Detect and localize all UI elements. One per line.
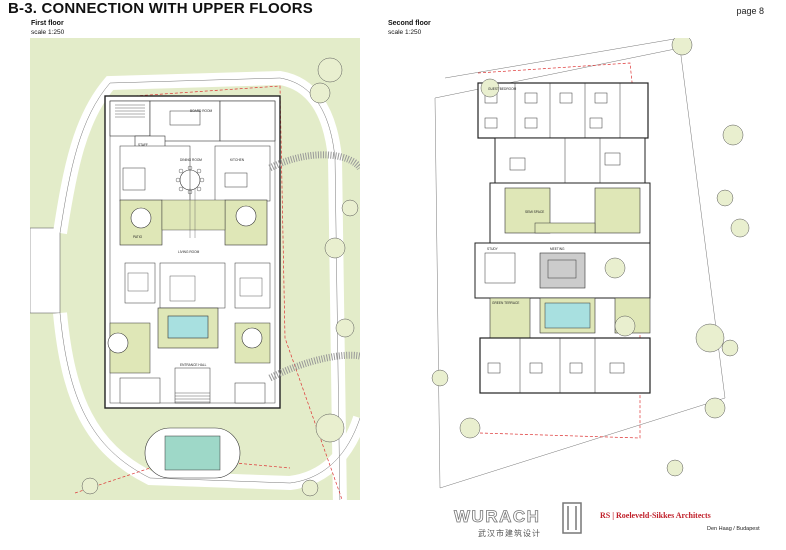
tree-lower-left [107,332,129,354]
wurach-logo-chinese: 武汉市建筑设计 [478,529,541,538]
room-label-meeting: MEETING [550,247,565,251]
rs-logo-icon [562,502,582,534]
roof-pool [544,302,591,329]
tree-patio-left [130,207,152,229]
room-labels: BOARD ROOM STAFF DINING ROOM KITCHEN PAT… [133,109,245,367]
room-label-guest: GUEST BEDROOM [488,87,517,91]
room-label-entrance: ENTRANCE HALL [180,363,207,367]
tree-patio-right [235,205,257,227]
library-table [239,277,263,297]
tree-lower-right [241,327,263,349]
room-guard [119,377,161,404]
board-table [169,110,201,126]
kitchen-unit [122,167,146,191]
block-south [479,337,651,394]
room-storage [234,382,266,404]
first-floor-plan: BOARD ROOM STAFF DINING ROOM KITCHEN PAT… [30,38,360,500]
room-office [219,100,276,142]
room-stair [109,100,151,137]
entrance-steps [175,392,210,403]
meeting-room [539,252,586,289]
meeting-table [127,272,149,292]
tree-terrace [614,315,636,337]
green-court-right [594,187,641,234]
kitchen-table [224,172,248,188]
room-living [159,262,226,309]
bridge-south [268,351,360,382]
room-board [149,100,221,142]
room-label-living: LIVING ROOM [178,250,200,254]
central-path [189,188,196,238]
stair-lines [115,104,145,118]
room-label-dining: DINING ROOM [180,158,202,162]
block-north-2 [494,137,646,184]
tree-middle [604,257,626,279]
first-floor-caption: First floor scale 1:250 [31,19,64,37]
room-label-board: BOARD ROOM [190,109,212,113]
room-dining [119,145,191,202]
first-floor-title: First floor [31,20,64,27]
first-floor-scale: scale 1:250 [31,29,65,36]
site-trees-2 [431,38,750,477]
room-label-semi: SEMI SPACE [525,210,544,214]
wurach-logo: WURACH [454,507,541,527]
meeting-table-2 [547,259,577,279]
room-label-staff: STAFF [138,143,148,147]
court-bar [534,222,596,234]
room-label-patio: PATIO [133,235,143,239]
property-line [104,85,343,500]
central-garden [161,199,226,231]
room-kitchen [214,145,271,202]
room-labels-2: GUEST BEDROOM SEMI SPACE MEETING STUDY G… [487,87,565,305]
south-dividers [487,338,625,393]
north-room-dividers [484,83,621,138]
page-number: page 8 [736,6,764,16]
driveway-edge [59,77,360,500]
page-title: B-3. CONNECTION WITH UPPER FLOORS [8,0,313,17]
room-label-study: STUDY [487,247,499,251]
living-sofa [169,275,196,302]
second-floor-plan: GUEST BEDROOM SEMI SPACE MEETING STUDY G… [431,38,750,489]
sports-court [164,435,221,471]
entrance-hall [174,367,211,404]
site-trees [81,57,359,497]
pool [167,315,209,339]
north-row2 [509,138,621,183]
second-floor-caption: Second floor scale 1:250 [388,19,431,37]
room-label-kitchen: KITCHEN [230,158,245,162]
room-label-terrace: GREEN TERRACE [492,301,519,305]
room-library [234,262,271,309]
block-north [477,82,649,139]
bridge-north [268,151,360,172]
study-room [484,252,516,284]
dining-chairs [175,165,205,195]
second-floor-scale: scale 1:250 [388,29,422,36]
room-meeting [124,262,156,304]
road-access [30,227,61,314]
second-floor-title: Second floor [388,20,431,27]
architects-cities: Den Haag / Budapest [707,526,760,532]
architects-name: RS | Roeleveld-Sikkes Architects [600,511,711,520]
